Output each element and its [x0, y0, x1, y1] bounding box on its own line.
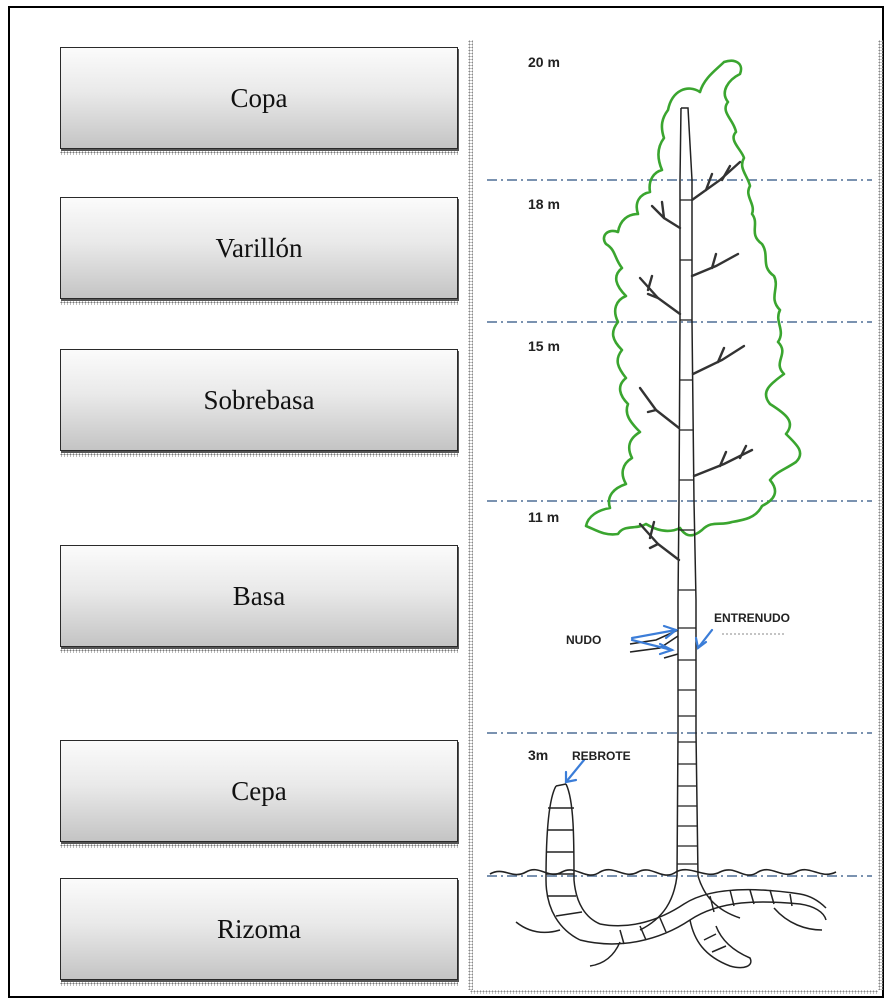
rhizome — [515, 875, 827, 969]
foliage-outline — [584, 59, 802, 537]
label-nudo: NUDO — [566, 633, 601, 647]
section-label-varillon: Varillón — [60, 197, 458, 299]
height-label-20m: 20 m — [528, 54, 560, 70]
dotted-divider — [60, 453, 458, 457]
height-label-18m: 18 m — [528, 196, 560, 212]
dotted-divider — [60, 844, 458, 848]
panel-border-bottom — [470, 990, 878, 994]
ground-line — [489, 868, 837, 876]
annotation-arrows — [564, 624, 714, 784]
height-label-11m: 11 m — [528, 509, 559, 525]
section-label-sobrebasa: Sobrebasa — [60, 349, 458, 451]
height-guide-lines — [487, 179, 872, 877]
dotted-divider — [60, 301, 458, 305]
height-label-3m: 3m — [528, 747, 548, 763]
rebrote-shoot — [545, 783, 601, 941]
branches — [638, 160, 754, 562]
dotted-divider — [60, 151, 458, 155]
culm-stem — [676, 107, 699, 877]
panel-border-left — [468, 40, 473, 990]
section-label-basa: Basa — [60, 545, 458, 647]
section-label-copa: Copa — [60, 47, 458, 149]
dotted-divider — [60, 649, 458, 653]
label-rebrote: REBROTE — [572, 749, 631, 763]
height-label-15m: 15 m — [528, 338, 560, 354]
culm-nodes — [677, 199, 698, 865]
section-label-cepa: Cepa — [60, 740, 458, 842]
panel-border-right — [878, 40, 883, 990]
section-label-rizoma: Rizoma — [60, 878, 458, 980]
dotted-divider — [60, 982, 458, 986]
label-entrenudo: ENTRENUDO — [714, 611, 790, 625]
